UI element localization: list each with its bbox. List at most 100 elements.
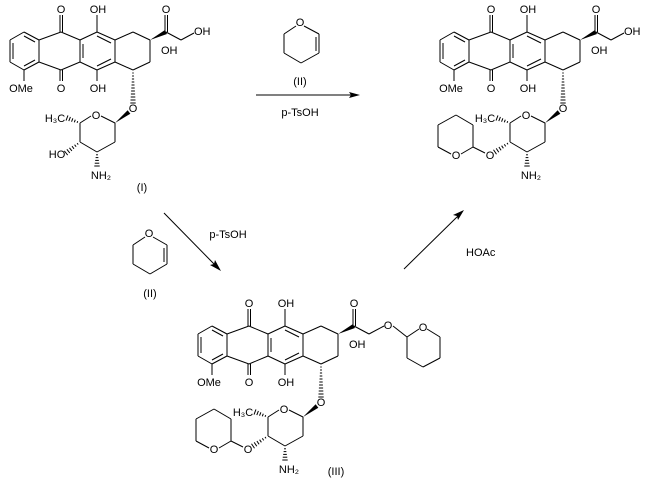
bond xyxy=(96,141,116,153)
methoxy-group: OMe xyxy=(197,377,221,389)
bond xyxy=(453,35,466,43)
bond xyxy=(226,325,250,335)
hash-bond-segment xyxy=(253,442,258,447)
amino-group: NH₂ xyxy=(91,170,111,182)
wedge-bond xyxy=(338,324,355,334)
ketone-oxygen: O xyxy=(350,298,359,310)
bond xyxy=(267,435,286,447)
bond xyxy=(453,31,470,41)
bond xyxy=(100,115,116,124)
bond xyxy=(426,328,441,338)
bond xyxy=(460,146,474,155)
hydroxyl-bottom: OH xyxy=(278,377,295,389)
c9-hydroxyl: OH xyxy=(161,45,178,57)
bond xyxy=(490,61,511,71)
bond xyxy=(248,325,269,335)
hash-bond-segment xyxy=(65,115,69,121)
bond xyxy=(211,355,228,365)
bond xyxy=(509,61,528,71)
side-chain-hydroxyl: OH xyxy=(624,26,641,38)
bond xyxy=(60,31,81,41)
sugar-ring-oxygen: O xyxy=(522,110,531,122)
hash-bond-segment xyxy=(498,146,502,151)
bond xyxy=(526,58,542,67)
hash-bond-segment xyxy=(261,413,264,417)
bond xyxy=(195,440,210,449)
sugar-ether-oxygen: O xyxy=(486,150,495,162)
bond xyxy=(526,141,546,153)
bond xyxy=(226,355,250,365)
bond xyxy=(23,61,40,71)
bond xyxy=(197,325,213,335)
bond xyxy=(526,35,542,44)
glycosidic-oxygen: O xyxy=(129,103,138,115)
bond xyxy=(23,31,40,41)
bond xyxy=(472,146,486,154)
bond xyxy=(79,141,98,153)
hydroxyl-bottom: OH xyxy=(90,83,107,95)
sugar-hydroxyl: HO xyxy=(49,149,66,161)
hash-bond-segment xyxy=(495,115,499,121)
thp-ring-oxygen: O xyxy=(210,444,219,456)
bond xyxy=(180,32,195,41)
c9-hydroxyl: OH xyxy=(349,339,366,351)
bond xyxy=(114,31,134,41)
bond xyxy=(284,435,304,447)
bond xyxy=(230,440,244,448)
hash-bond-segment xyxy=(76,120,79,124)
bond xyxy=(197,355,213,365)
hash-bond-segment xyxy=(261,438,265,441)
bond xyxy=(23,59,36,67)
amino-group: NH₂ xyxy=(521,170,541,182)
methoxy-group: OMe xyxy=(439,83,463,95)
compound-III-label: (III) xyxy=(328,466,345,478)
methyl-group: H₃C xyxy=(233,407,253,419)
hash-bond-segment xyxy=(493,149,497,155)
hash-bond-segment xyxy=(256,410,259,416)
wedge-bond xyxy=(150,30,167,40)
bond xyxy=(509,31,528,41)
bond xyxy=(132,61,151,71)
bond xyxy=(368,325,385,335)
bond xyxy=(406,357,424,368)
bond xyxy=(422,357,441,368)
amino-group: NH₂ xyxy=(279,464,299,476)
ring-oxygen: O xyxy=(145,228,154,240)
bond xyxy=(96,35,112,44)
bond xyxy=(490,31,511,41)
hash-bond-segment xyxy=(69,147,73,152)
bond xyxy=(544,61,564,71)
bond xyxy=(544,31,564,41)
methoxy-group: OMe xyxy=(9,83,33,95)
bond xyxy=(38,31,62,41)
compound-II-label-left: (II) xyxy=(143,288,156,300)
bond xyxy=(526,31,546,41)
bond xyxy=(439,61,455,71)
bond xyxy=(509,141,528,153)
bond xyxy=(9,61,25,71)
sugar-ring-oxygen: O xyxy=(280,404,289,416)
hash-bond-segment xyxy=(76,142,79,145)
hash-bond-segment xyxy=(503,144,507,147)
dihydropyran-top: O xyxy=(283,17,320,64)
hash-bond-segment xyxy=(264,436,267,439)
ring-oxygen: O xyxy=(296,17,305,29)
quinone-oxygen-bottom: O xyxy=(245,377,254,389)
glycosidic-oxygen: O xyxy=(317,397,326,409)
bond xyxy=(267,355,286,365)
quinone-oxygen-top: O xyxy=(487,4,496,16)
reaction-arrow-up xyxy=(403,210,464,270)
reagent-diagonal-arrow: p-TsOH xyxy=(209,229,246,241)
hash-bond-segment xyxy=(74,144,77,147)
bond xyxy=(79,115,92,124)
hash-bond-segment xyxy=(71,118,74,122)
hash-bond-segment xyxy=(259,439,262,443)
hash-bond-segment xyxy=(495,148,500,153)
hash-bond-segment xyxy=(503,119,506,123)
bond xyxy=(211,325,228,335)
hash-bond-segment xyxy=(73,119,76,123)
hash-bond-segment xyxy=(66,149,71,154)
bond xyxy=(392,325,408,338)
hash-bond-segment xyxy=(251,443,255,449)
